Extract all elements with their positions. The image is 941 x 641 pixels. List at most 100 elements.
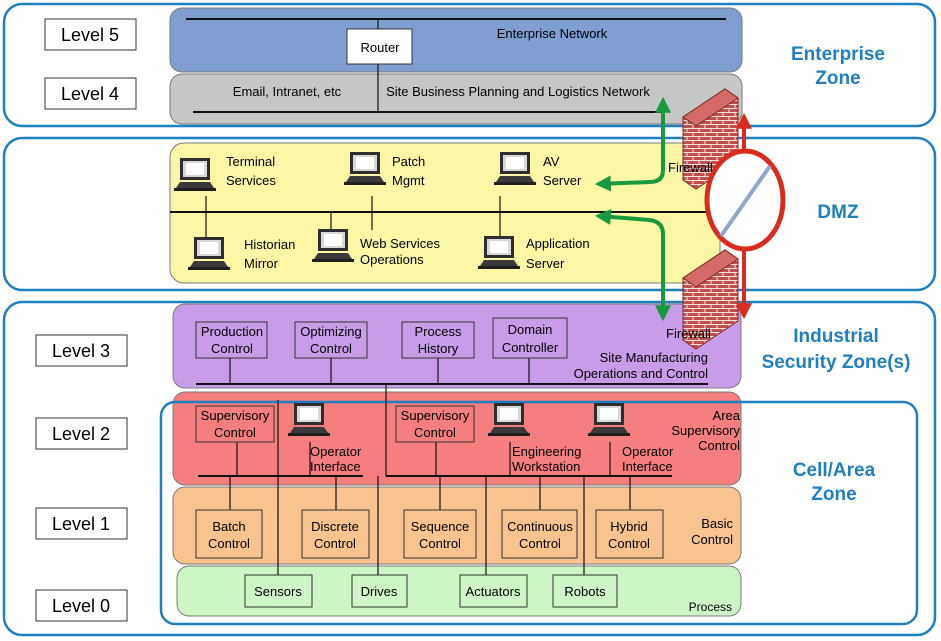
computer-icon bbox=[312, 229, 354, 262]
sensors-label: Sensors bbox=[254, 584, 302, 599]
sequence-control-line2: Control bbox=[419, 536, 461, 551]
historian-mirror-line1: Historian bbox=[244, 237, 295, 252]
level3-network: Production Control Optimizing Control Pr… bbox=[195, 317, 709, 476]
computer-icon bbox=[288, 403, 330, 436]
basic-control-label-line1: Basic bbox=[701, 516, 733, 531]
level5-label-box bbox=[44, 18, 137, 51]
supervisory-control-box-1 bbox=[195, 405, 275, 443]
sequence-control-box bbox=[403, 509, 477, 559]
industrial-zone-title-line1: Industrial bbox=[793, 326, 879, 347]
web-services-line2: Operations bbox=[360, 252, 424, 267]
computer-icon bbox=[494, 152, 536, 185]
email-intranet-label: Email, Intranet, etc bbox=[233, 84, 342, 99]
actuators-box bbox=[459, 574, 528, 608]
no-direct-traffic-indicator bbox=[704, 112, 786, 320]
av-server-line1: AV bbox=[543, 154, 560, 169]
dmz-zone-outline bbox=[2, 136, 937, 292]
firewall-label-2: Firewall bbox=[666, 326, 711, 341]
level3-label-box bbox=[35, 334, 128, 367]
level1-network: Batch Control Discrete Control Sequence … bbox=[195, 476, 733, 559]
dmz-traffic-arrows bbox=[594, 96, 671, 322]
enterprise-zone-outline bbox=[2, 2, 937, 128]
green-arrow-lower bbox=[594, 209, 671, 322]
level5-label: Level 5 bbox=[61, 25, 119, 45]
computer-icon bbox=[174, 158, 216, 191]
level-labels: Level 5 Level 4 Level 3 Level 2 Level 1 … bbox=[35, 18, 137, 622]
supervisory-control-box-2 bbox=[395, 405, 475, 443]
process-label: Process bbox=[689, 600, 732, 614]
production-control-line1: Production bbox=[201, 324, 263, 339]
process-history-line2: History bbox=[418, 341, 459, 356]
supervisory-control-2-line1: Supervisory bbox=[401, 408, 470, 423]
continuous-control-line1: Continuous bbox=[507, 519, 573, 534]
cell-zone-title-line1: Cell/Area bbox=[793, 460, 876, 481]
continuous-control-box bbox=[501, 509, 578, 559]
area-supervisory-label-line2: Supervisory bbox=[671, 423, 740, 438]
engineering-workstation-line2: Workstation bbox=[512, 459, 580, 474]
computer-icon bbox=[478, 236, 520, 269]
basic-control-label-line2: Control bbox=[691, 532, 733, 547]
process-history-box bbox=[401, 321, 475, 359]
application-server-line1: Application bbox=[526, 236, 590, 251]
sensors-box bbox=[244, 574, 313, 608]
operator-interface-1-line1: Operator bbox=[310, 444, 362, 459]
level4-label-box bbox=[44, 77, 137, 110]
level3-band bbox=[172, 303, 742, 389]
operator-interface-2-line2: Interface bbox=[622, 459, 673, 474]
prohibited-slash bbox=[719, 164, 772, 238]
enterprise-zone-title-line2: Zone bbox=[815, 68, 860, 89]
level4-band bbox=[169, 73, 743, 125]
area-supervisory-label-line1: Area bbox=[713, 408, 741, 423]
sequence-control-line1: Sequence bbox=[411, 519, 470, 534]
continuous-control-line2: Control bbox=[519, 536, 561, 551]
computer-icon bbox=[588, 403, 630, 436]
optimizing-control-line2: Control bbox=[310, 341, 352, 356]
robots-label: Robots bbox=[564, 584, 606, 599]
industrial-zone-outline bbox=[2, 300, 937, 637]
batch-control-box bbox=[195, 509, 263, 559]
operator-interface-2-line1: Operator bbox=[622, 444, 674, 459]
robots-box bbox=[552, 574, 618, 608]
enterprise-network-label: Enterprise Network bbox=[497, 26, 608, 41]
router-box bbox=[346, 28, 413, 65]
level0-label-box bbox=[35, 589, 128, 622]
router-label: Router bbox=[360, 40, 400, 55]
historian-mirror-line2: Mirror bbox=[244, 256, 279, 271]
site-manufacturing-label-line2: Operations and Control bbox=[574, 366, 709, 381]
discrete-control-box bbox=[301, 509, 370, 559]
domain-controller-line2: Controller bbox=[502, 340, 559, 355]
domain-controller-line1: Domain bbox=[508, 322, 553, 337]
supervisory-control-1-line2: Control bbox=[214, 425, 256, 440]
batch-control-line1: Batch bbox=[212, 519, 245, 534]
site-manufacturing-label-line1: Site Manufacturing bbox=[600, 350, 708, 365]
enterprise-zone-title-line1: Enterprise bbox=[791, 44, 885, 65]
computer-icon bbox=[488, 403, 530, 436]
hybrid-control-box bbox=[595, 509, 664, 559]
engineering-workstation-line1: Engineering bbox=[512, 444, 581, 459]
level4-label: Level 4 bbox=[61, 84, 119, 104]
batch-control-line2: Control bbox=[208, 536, 250, 551]
process-history-line1: Process bbox=[415, 324, 462, 339]
level0-label: Level 0 bbox=[52, 596, 110, 616]
av-server-line2: Server bbox=[543, 173, 582, 188]
level2-label-box bbox=[35, 417, 128, 450]
web-services-line1: Web Services bbox=[360, 236, 440, 251]
level1-label-box bbox=[35, 507, 128, 540]
production-control-line2: Control bbox=[211, 341, 253, 356]
computer-icon bbox=[188, 237, 230, 270]
level1-band bbox=[172, 486, 742, 565]
patch-mgmt-line1: Patch bbox=[392, 154, 425, 169]
industrial-zone-title-line2: Security Zone(s) bbox=[762, 352, 911, 373]
actuators-label: Actuators bbox=[466, 584, 521, 599]
dmz-title: DMZ bbox=[817, 202, 859, 223]
production-control-box bbox=[195, 321, 268, 359]
area-supervisory-label-line3: Control bbox=[698, 438, 740, 453]
optimizing-control-line1: Optimizing bbox=[300, 324, 361, 339]
cell-zone-title-line2: Zone bbox=[811, 484, 856, 505]
firewall-label-1: Firewall bbox=[668, 160, 713, 175]
terminal-services-line2: Services bbox=[226, 173, 276, 188]
drives-label: Drives bbox=[361, 584, 398, 599]
application-server-line2: Server bbox=[526, 256, 565, 271]
computer-icon bbox=[344, 152, 386, 185]
